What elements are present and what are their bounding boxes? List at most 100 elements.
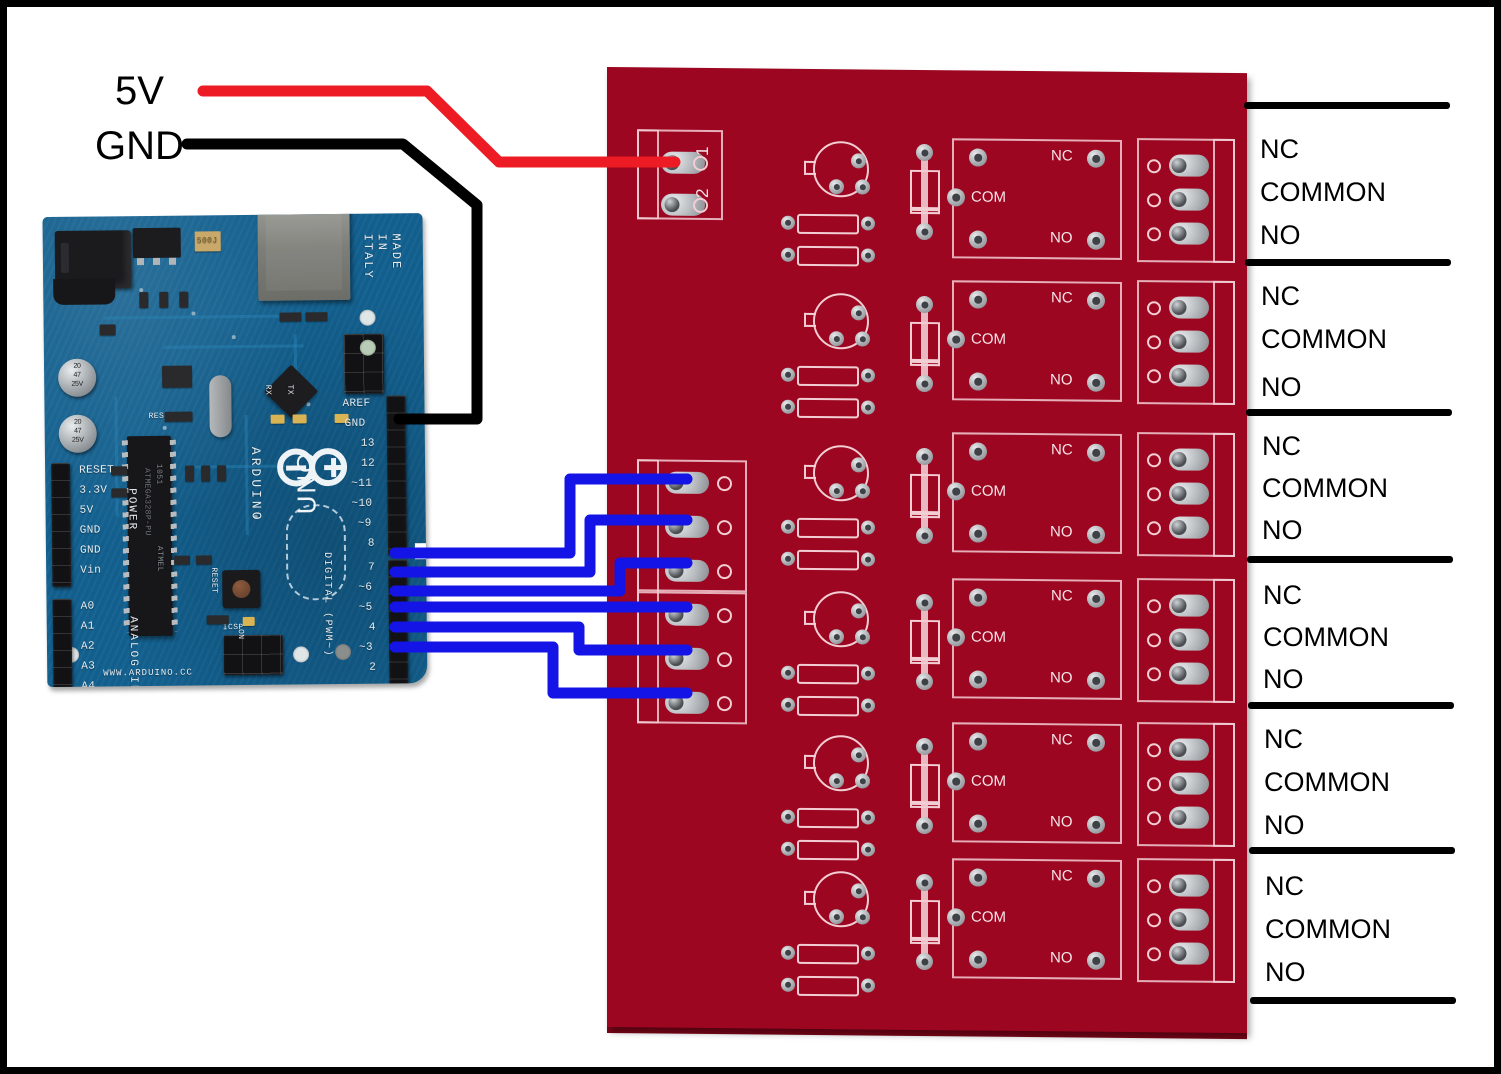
channel-divider-top-6	[1249, 847, 1455, 854]
input-pad-6[interactable]	[665, 691, 709, 714]
input-pad-1[interactable]	[665, 471, 709, 494]
input-pad-3[interactable]	[665, 559, 709, 582]
output-pad-3no[interactable]	[1169, 516, 1209, 539]
output-pad-6com[interactable]	[1169, 908, 1209, 931]
output-pad-2no[interactable]	[1169, 364, 1209, 387]
resistor-5b	[797, 839, 859, 861]
arduino-url: WWW.ARDUINO.CC	[103, 667, 193, 679]
input-pad-5[interactable]	[665, 647, 709, 670]
cap-text-2: 47	[73, 371, 81, 379]
relay-com-label-1: COM	[971, 188, 1006, 206]
input-hole-2	[717, 520, 732, 536]
transistor-pad-1b	[829, 179, 844, 195]
analog-header[interactable]	[52, 598, 73, 688]
relay-nc-label-1: NC	[1051, 147, 1073, 165]
mcu-maker-label: ATMEL	[154, 545, 165, 572]
output-label-4-common: COMMON	[1263, 622, 1389, 652]
digital-header-top[interactable]	[386, 395, 408, 556]
output-label-2-nc: NC	[1261, 281, 1300, 311]
output-pad-4nc[interactable]	[1169, 594, 1209, 617]
output-pad-2nc[interactable]	[1169, 296, 1209, 319]
relay-no-label-5: NO	[1050, 813, 1073, 831]
pin-label-a2: A2	[80, 640, 96, 653]
analog-header-label: ANALOG IN	[126, 616, 140, 688]
cap-text-4: 20	[73, 418, 82, 426]
output-pad-5com[interactable]	[1169, 772, 1209, 795]
uno-oval	[285, 503, 347, 601]
relay-com-label-4: COM	[971, 628, 1006, 646]
output-label-5-common: COMMON	[1264, 767, 1390, 797]
pin-label-13: 13	[360, 437, 375, 450]
relay-com-label-2: COM	[971, 330, 1006, 348]
arduino-usb-notch	[414, 543, 428, 560]
reset-label: RESET	[209, 567, 219, 594]
pin-label-12: 12	[361, 457, 376, 470]
relay-pad-1d	[1087, 231, 1105, 250]
polyfuse-label: 500J	[196, 236, 218, 246]
output-label-3-no: NO	[1262, 515, 1303, 545]
mcu-part-label: ATMEGA328P-PU	[142, 467, 152, 536]
output-pad-1com[interactable]	[1169, 188, 1209, 211]
pin-label-9: ~9	[357, 517, 372, 530]
resistor-6b	[797, 975, 859, 997]
output-pad-3nc[interactable]	[1169, 448, 1209, 471]
output-pad-1nc[interactable]	[1169, 154, 1209, 177]
pin-label-8: 8	[367, 537, 375, 550]
output-pad-6no[interactable]	[1169, 942, 1209, 965]
output-pad-1no[interactable]	[1169, 222, 1209, 245]
label-5v: 5V	[115, 69, 164, 113]
cap-text-3: 25V	[71, 380, 84, 388]
power-hole-2	[693, 197, 708, 213]
output-pad-5nc[interactable]	[1169, 738, 1209, 761]
relay-pad-1b	[1087, 149, 1105, 168]
relay-nc-label-3: NC	[1051, 441, 1073, 459]
digital-header-bottom[interactable]	[388, 559, 409, 688]
relay-com-label-3: COM	[971, 482, 1006, 500]
input-hole-4	[717, 608, 732, 624]
label-gnd: GND	[95, 124, 184, 168]
relay-nc-label-5: NC	[1051, 731, 1073, 749]
wire-5v	[197, 85, 681, 168]
input-pad-2[interactable]	[665, 515, 709, 538]
output-pad-6nc[interactable]	[1169, 874, 1209, 897]
output-label-1-no: NO	[1260, 220, 1301, 250]
relay-no-label-1: NO	[1050, 229, 1073, 247]
resistor-3b	[797, 549, 859, 571]
channel-divider-top-2	[1245, 259, 1451, 266]
reset-button[interactable]	[222, 569, 261, 609]
output-pad-4no[interactable]	[1169, 662, 1209, 685]
power-header[interactable]	[51, 462, 72, 588]
relay-pad-1c	[969, 230, 987, 249]
cap-text-6: 25V	[71, 436, 84, 444]
output-label-3-common: COMMON	[1262, 473, 1388, 503]
resistor-4b	[797, 695, 859, 717]
cap-text-5: 47	[74, 427, 82, 435]
digital-header-label: DIGITAL (PWM~)	[321, 552, 334, 658]
output-pad-3com[interactable]	[1169, 482, 1209, 505]
input-pad-4[interactable]	[665, 603, 709, 626]
uno-wordmark: UNO	[290, 450, 322, 515]
tx-led	[292, 414, 307, 424]
output-label-6-common: COMMON	[1265, 914, 1391, 944]
pin-label-gnd: GND	[344, 417, 366, 430]
input-hole-1	[717, 476, 732, 492]
pin-label-a3: A3	[81, 660, 96, 673]
pin-label-10: ~10	[351, 497, 373, 510]
output-label-6-no: NO	[1265, 957, 1306, 987]
power-pin-label-1: 1	[693, 146, 712, 157]
output-pad-5no[interactable]	[1169, 806, 1209, 829]
on-label: ON	[235, 629, 245, 640]
output-pad-2com[interactable]	[1169, 330, 1209, 353]
arduino-uno-board: 500J 20 47 25V 20 47 25V 1051 A	[42, 205, 447, 709]
channel-divider-top-3	[1246, 409, 1452, 416]
channel-divider-bottom-6	[1250, 997, 1456, 1004]
output-label-2-no: NO	[1261, 372, 1302, 402]
output-pad-4com[interactable]	[1169, 628, 1209, 651]
relay-pad-1a	[969, 148, 987, 167]
arduino-pcb: 500J 20 47 25V 20 47 25V 1051 A	[42, 213, 428, 688]
arduino-wordmark: ARDUINO	[247, 446, 264, 523]
resistor-6a	[797, 943, 859, 965]
rx-led	[270, 414, 285, 424]
icsp-header[interactable]	[222, 634, 284, 676]
power-terminal-divider	[637, 129, 659, 220]
